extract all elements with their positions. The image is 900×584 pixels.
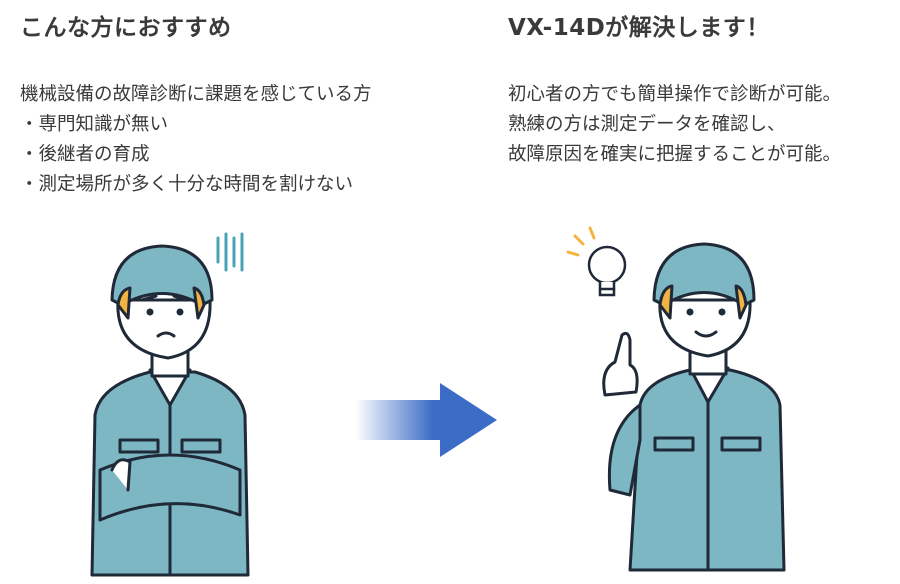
worried-worker xyxy=(90,244,250,577)
solution-text: 初心者の方でも簡単操作で診断が可能。 熟練の方は測定データを確認し、 故障原因を… xyxy=(508,80,841,170)
problem-item: ・測定場所が多く十分な時間を割けない xyxy=(20,174,354,195)
recommend-heading: こんな方におすすめ xyxy=(20,15,232,41)
solution-line: 故障原因を確実に把握することが可能。 xyxy=(508,144,842,165)
happy-worker xyxy=(602,242,786,572)
arrow-right-icon xyxy=(355,383,497,457)
problem-intro: 機械設備の故障診断に課題を感じている方 xyxy=(20,84,372,105)
problem-item: ・専門知識が無い xyxy=(20,114,169,135)
lightbulb-icon xyxy=(566,226,627,297)
solution-line: 熟練の方は測定データを確認し、 xyxy=(508,114,786,135)
problem-item: ・後継者の育成 xyxy=(20,144,150,165)
solution-line: 初心者の方でも簡単操作で診断が可能。 xyxy=(508,84,842,105)
worried-lines-icon xyxy=(216,232,244,272)
problem-list: 機械設備の故障診断に課題を感じている方 ・専門知識が無い ・後継者の育成 ・測定… xyxy=(20,80,372,200)
solution-heading: VX-14Dが解決します！ xyxy=(508,15,770,41)
